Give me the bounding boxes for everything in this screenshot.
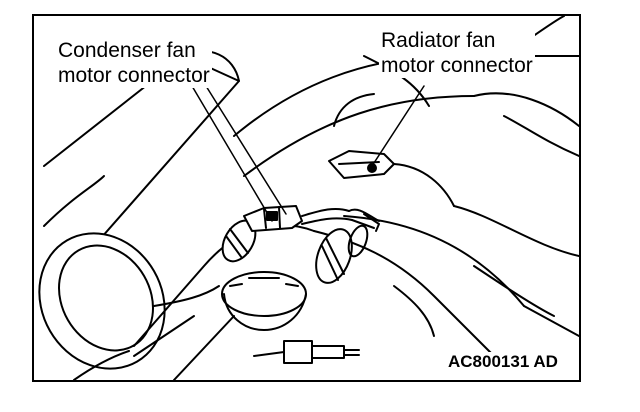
condenser-label: Condenser fan motor connector	[56, 38, 212, 88]
radiator-connector	[328, 93, 455, 207]
diagram-frame: Condenser fan motor connector Radiator f…	[32, 14, 581, 382]
condenser-label-line-2: motor connector	[58, 64, 210, 87]
lower-left-details	[73, 285, 220, 380]
radiator-label-line-2: motor connector	[381, 54, 533, 77]
bottom-sensor	[253, 340, 360, 364]
condenser-label-line-1: Condenser fan	[58, 39, 196, 62]
radiator-label-line-1: Radiator fan	[381, 29, 496, 52]
engine-bay-illustration	[38, 16, 579, 380]
left-hose	[38, 50, 240, 370]
radiator-cap	[221, 271, 307, 331]
hose-clamps	[221, 219, 369, 284]
radiator-label: Radiator fan motor connector	[379, 28, 535, 78]
leader-lines	[191, 85, 425, 222]
condenser-connector	[243, 205, 380, 232]
figure-code: AC800131 AD	[446, 352, 560, 372]
right-details	[393, 115, 579, 337]
